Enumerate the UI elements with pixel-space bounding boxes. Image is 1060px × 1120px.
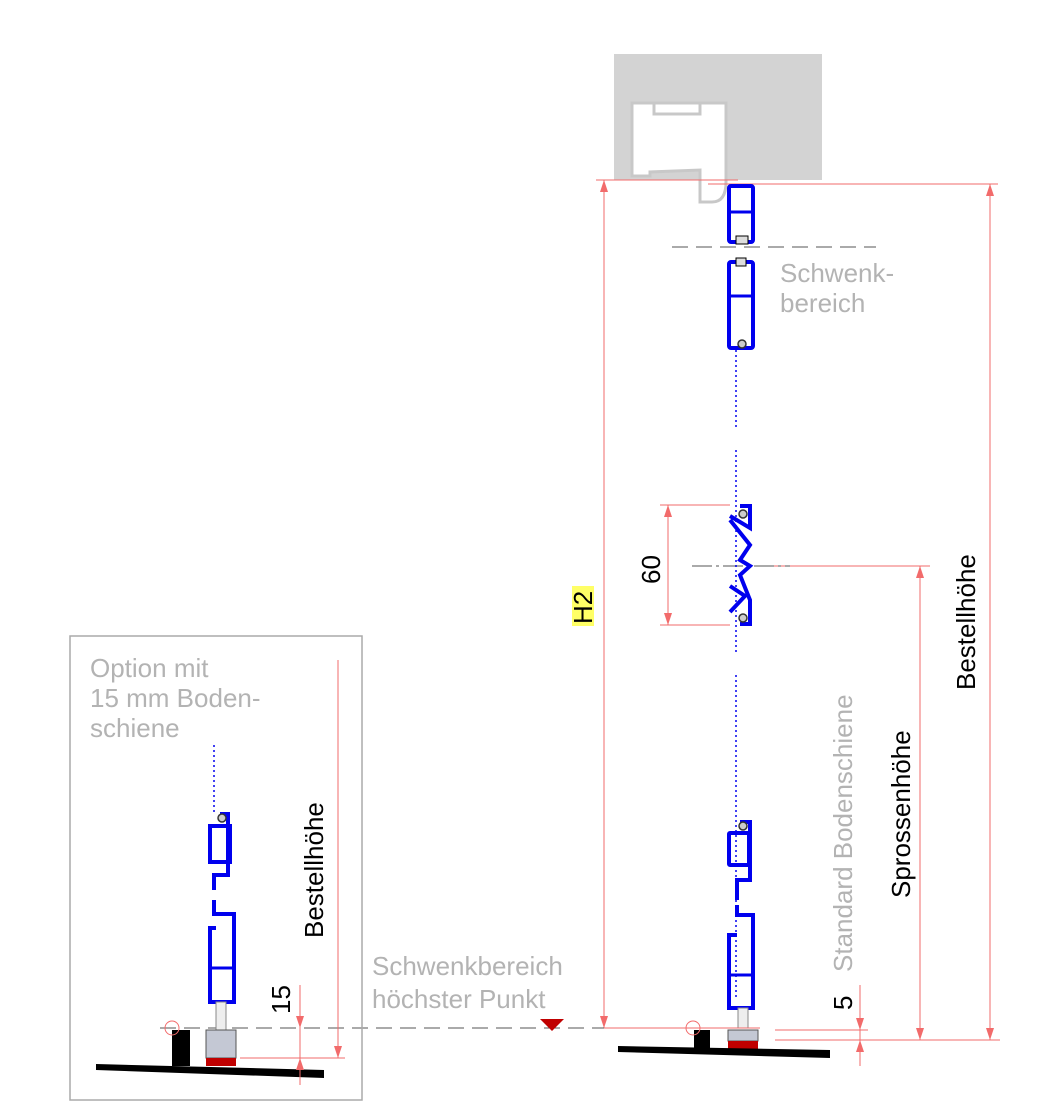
- profile-middle: [728, 504, 754, 626]
- highest-point-label-1: Schwenkbereich: [372, 951, 563, 981]
- sprossenhoehe-label: Sprossenhöhe: [886, 730, 916, 898]
- bestellhoehe-left-label: Bestellhöhe: [299, 802, 329, 938]
- dimension-h2: [572, 179, 738, 1028]
- floor-rail-right: [618, 1020, 830, 1058]
- standard-bodenschiene-label: Standard Bodenschiene: [828, 694, 858, 972]
- profile-bottom: [727, 820, 755, 1029]
- h2-label: H2: [568, 591, 598, 624]
- option-box: [69, 635, 363, 1101]
- dimension-60: [660, 504, 730, 626]
- schwenk-label-2: bereich: [780, 288, 865, 318]
- dimension-sprossenhoehe: [760, 565, 930, 1040]
- option-label-1: Option mit: [90, 653, 209, 683]
- dim-60-label: 60: [636, 555, 666, 584]
- dim-15-label: 15: [266, 985, 296, 1014]
- highest-point-label-2: höchster Punkt: [372, 984, 546, 1014]
- lintel-frame: [614, 54, 822, 204]
- schwenk-label-1: Schwenk-: [780, 258, 894, 288]
- highest-point-marker: [540, 1019, 564, 1031]
- profile-top: [727, 184, 755, 350]
- option-label-3: schiene: [90, 713, 180, 743]
- dimension-5: [775, 985, 1000, 1066]
- dim-5-label: 5: [828, 996, 858, 1010]
- option-label-2: 15 mm Boden-: [90, 683, 261, 713]
- bestellhoehe-right-label: Bestellhöhe: [951, 554, 981, 690]
- dimension-bestellhoehe-right: [708, 183, 998, 1040]
